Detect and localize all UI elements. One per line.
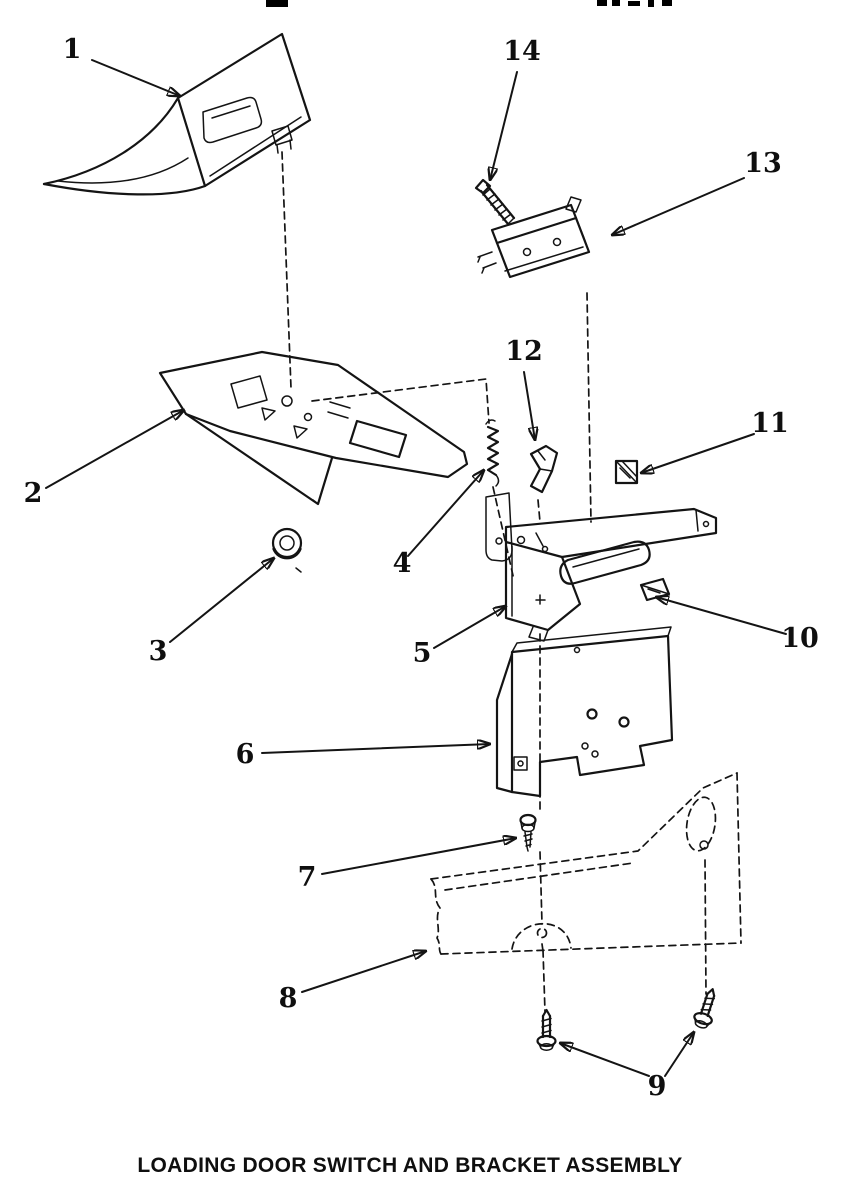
part-12-actuator-drawing — [529, 444, 559, 494]
arrow-to-part-13 — [612, 177, 745, 235]
part-6-mounting-bracket-drawing — [495, 626, 674, 798]
part-number-labels: 1 2 3 4 5 6 7 8 9 10 11 12 13 14 — [24, 34, 819, 1102]
part-8-cabinet-top-drawing — [430, 772, 742, 955]
part-label-12: 12 — [505, 336, 543, 367]
part-label-9: 9 — [648, 1071, 667, 1102]
part-1-loading-door-drawing — [42, 32, 312, 196]
arrow-to-part-5 — [433, 606, 506, 649]
cabinet-screw-hole — [699, 840, 709, 850]
part-4-spring-drawing — [485, 419, 500, 487]
part-label-13: 13 — [744, 148, 782, 179]
arrow-to-part-9-left — [560, 1043, 650, 1077]
arrow-to-part-2 — [45, 410, 184, 489]
page-crop-artifact — [266, 0, 672, 7]
part-label-14: 14 — [503, 36, 541, 67]
part-13-switch-drawing — [477, 196, 591, 279]
arrow-to-part-1 — [91, 59, 180, 96]
part-3-grommet-drawing — [271, 527, 303, 573]
part-9-screw-right-drawing — [693, 988, 716, 1029]
part-label-6: 6 — [236, 739, 255, 770]
leader-arrows — [45, 59, 787, 1077]
part-label-10: 10 — [781, 623, 819, 654]
part-label-1: 1 — [63, 34, 82, 65]
part-label-5: 5 — [413, 638, 432, 669]
part-14-screw-drawing — [474, 178, 516, 226]
arrow-to-part-14 — [490, 71, 518, 180]
part-2-hinge-panel-drawing — [158, 350, 469, 506]
part-label-7: 7 — [298, 862, 317, 893]
part-label-2: 2 — [24, 478, 43, 509]
part-5-switch-bracket-drawing — [485, 492, 718, 642]
part-11-clip-drawing — [614, 459, 639, 485]
part-label-11: 11 — [751, 408, 789, 439]
arrow-to-part-8 — [301, 951, 426, 993]
part-10-clip-drawing — [639, 577, 671, 602]
arrow-to-part-6 — [261, 744, 490, 754]
arrow-to-part-11 — [641, 433, 755, 473]
arrow-to-part-12 — [523, 371, 535, 440]
arrow-to-part-10 — [656, 597, 787, 635]
arrow-to-part-7 — [321, 838, 516, 875]
part-label-3: 3 — [149, 636, 168, 667]
part-label-8: 8 — [279, 983, 298, 1014]
part-9-screw-left-drawing — [536, 1008, 557, 1051]
diagram-caption: LOADING DOOR SWITCH AND BRACKET ASSEMBLY — [137, 1154, 682, 1177]
part-label-4: 4 — [393, 548, 412, 579]
arrow-to-part-9-right — [664, 1032, 694, 1077]
arrow-to-part-3 — [169, 558, 274, 643]
arrow-to-part-4 — [407, 470, 484, 557]
part-7-screw-drawing — [519, 813, 537, 852]
